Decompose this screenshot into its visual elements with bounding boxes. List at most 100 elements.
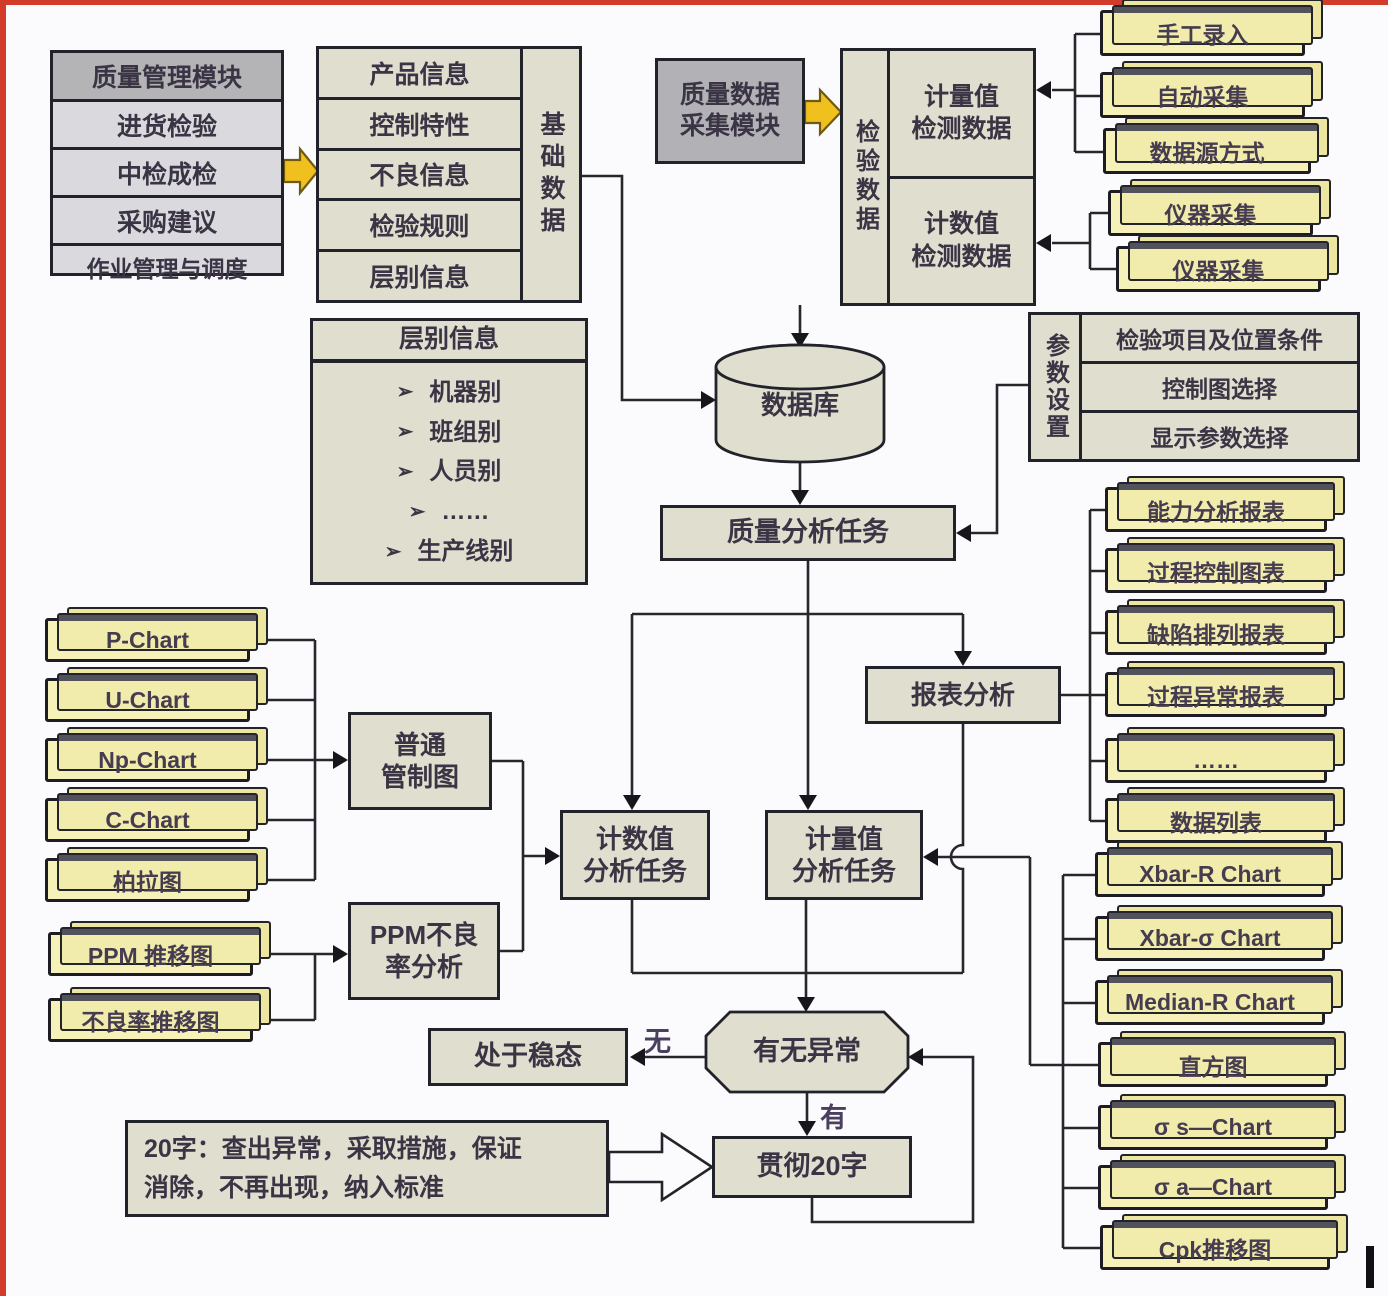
- arrowheads: [333, 81, 1051, 1136]
- arrow-bullet-icon: [397, 420, 414, 445]
- conn-to-decision: [630, 724, 965, 1000]
- slogan-hollow-arrow: [607, 1131, 715, 1203]
- param-label-strip: 参数设置: [1031, 315, 1082, 459]
- inspection-label: 检验数据: [851, 119, 879, 235]
- quality-module-item: 采购建议: [53, 195, 281, 243]
- base-data-row: 产品信息: [319, 49, 520, 100]
- ppm-chart-card: PPM 推移图: [48, 921, 271, 976]
- stratification-item: 班组别: [313, 418, 585, 448]
- measure-chart-card: Xbar-R Chart: [1095, 841, 1343, 897]
- gold-arrow-collection: [803, 87, 843, 137]
- scan-tick-mark: [1366, 1246, 1374, 1288]
- conn-measure-cards: [938, 855, 1100, 1250]
- quality-module-header: 质量管理模块: [53, 53, 281, 99]
- top-red-edge: [0, 0, 1388, 5]
- param-label: 参数设置: [1041, 333, 1069, 441]
- arrow-bullet-icon: [385, 540, 402, 565]
- decision-no-label: 无: [644, 1027, 671, 1057]
- report-card: 过程异常报表: [1105, 661, 1345, 717]
- stable-box: 处于稳态: [428, 1028, 628, 1086]
- count-task-box: 计数值 分析任务: [560, 810, 710, 900]
- param-rows: 检验项目及位置条件 控制图选择 显示参数选择: [1082, 315, 1357, 459]
- quality-module-item: 进货检验: [53, 99, 281, 147]
- param-row: 显示参数选择: [1150, 425, 1289, 451]
- analysis-task-box: 质量分析任务: [660, 505, 956, 561]
- stratification-item: ……: [313, 497, 585, 527]
- conn-instrument-cards: [1052, 211, 1116, 271]
- inspection-group: 检验数据 计量值 检测数据 计数值 检测数据: [840, 48, 1036, 306]
- stratification-header: 层别信息: [313, 321, 585, 363]
- param-row: 控制图选择: [1082, 364, 1357, 413]
- param-row: 检验项目及位置条件: [1082, 315, 1357, 364]
- arrow-bullet-icon: [397, 460, 414, 485]
- base-data-row: 不良信息: [319, 151, 520, 202]
- report-card: 数据列表: [1105, 787, 1345, 843]
- left-red-edge: [0, 0, 6, 1296]
- count-chart-card: U-Chart: [45, 667, 268, 722]
- conn-feedback: [810, 1055, 975, 1224]
- conn-merge-count-task: [492, 759, 546, 953]
- stratification-item: 生产线别: [313, 537, 585, 567]
- instrument-card: 仪器采集: [1108, 179, 1331, 236]
- base-data-label-strip: 基础数据: [520, 49, 579, 300]
- gold-arrow-quality: [282, 145, 320, 197]
- base-data-row: 检验规则: [319, 201, 520, 253]
- instrument-card: 仪器采集: [1116, 235, 1339, 292]
- report-analysis-box: 报表分析: [865, 666, 1061, 724]
- stratification-item: 机器别: [313, 378, 585, 408]
- quality-module-item: 中检成检: [53, 147, 281, 195]
- source-card: 数据源方式: [1103, 117, 1329, 174]
- conn-report-cards: [1061, 508, 1105, 823]
- implement-box: 贯彻20字: [712, 1136, 912, 1198]
- decision-octagon: [704, 1010, 910, 1094]
- count-chart-card: 柏拉图: [45, 847, 268, 902]
- arrow-bullet-icon: [397, 380, 414, 405]
- count-data-cell: 计数值 检测数据: [911, 210, 1012, 271]
- stratification-box: 层别信息 机器别 班组别 人员别 …… 生产线别: [310, 318, 588, 585]
- conn-base-db: [580, 174, 702, 402]
- measure-chart-card: Xbar-σ Chart: [1095, 905, 1343, 961]
- conn-param-task: [970, 383, 1028, 535]
- arrow-bullet-icon: [409, 500, 426, 525]
- report-card: 能力分析报表: [1105, 476, 1345, 532]
- measure-data-cell: 计量值 检测数据: [890, 51, 1033, 179]
- count-chart-card: C-Chart: [45, 787, 268, 842]
- base-data-rows: 产品信息 控制特性 不良信息 检验规则 层别信息: [319, 49, 520, 300]
- conn-source-cards: [1052, 32, 1103, 154]
- decision-label: 有无异常: [753, 1036, 861, 1067]
- quality-module-box: 质量管理模块 进货检验 中检成检 采购建议 作业管理与调度: [50, 50, 284, 282]
- measure-chart-card: Median-R Chart: [1095, 969, 1343, 1025]
- report-card: 缺陷排列报表: [1105, 599, 1345, 655]
- database-label: 数据库: [760, 389, 839, 420]
- base-data-label: 基础数据: [537, 110, 565, 239]
- measure-chart-card: σ a—Chart: [1098, 1154, 1346, 1210]
- base-data-row: 控制特性: [319, 100, 520, 151]
- inspection-cells: 计量值 检测数据 计数值 检测数据: [890, 51, 1033, 303]
- stratification-item: 人员别: [313, 457, 585, 487]
- ppm-analysis-box: PPM不良 率分析: [348, 902, 500, 1000]
- source-card: 自动采集: [1100, 61, 1323, 118]
- report-card: 过程控制图表: [1105, 537, 1345, 593]
- collection-module-box: 质量数据 采集模块: [655, 58, 805, 164]
- param-group: 参数设置 检验项目及位置条件 控制图选择 显示参数选择: [1028, 312, 1360, 462]
- measure-task-box: 计量值 分析任务: [765, 810, 923, 900]
- decision-yes-label: 有: [820, 1103, 847, 1133]
- common-control-box: 普通 管制图: [348, 712, 492, 810]
- count-chart-card: P-Chart: [45, 607, 268, 662]
- stratification-items: 机器别 班组别 人员别 …… 生产线别: [313, 363, 585, 582]
- inspection-label-strip: 检验数据: [843, 51, 890, 303]
- ppm-chart-card: 不良率推移图: [48, 987, 271, 1042]
- base-data-row: 层别信息: [369, 264, 470, 293]
- measure-chart-card: 直方图: [1098, 1031, 1346, 1087]
- quality-module-item: 作业管理与调度: [53, 243, 281, 288]
- report-card: ……: [1105, 727, 1345, 783]
- slogan-box: 20字：查出异常，采取措施，保证 消除，不再出现，纳入标准: [125, 1120, 609, 1217]
- count-chart-card: Np-Chart: [45, 727, 268, 782]
- database-cylinder: [714, 343, 886, 464]
- conn-count-cards: [252, 638, 335, 882]
- base-data-group: 产品信息 控制特性 不良信息 检验规则 层别信息 基础数据: [316, 46, 582, 303]
- measure-chart-card: σ s—Chart: [1098, 1094, 1346, 1150]
- conn-task-branches: [630, 561, 965, 796]
- source-card: 手工录入: [1100, 0, 1323, 56]
